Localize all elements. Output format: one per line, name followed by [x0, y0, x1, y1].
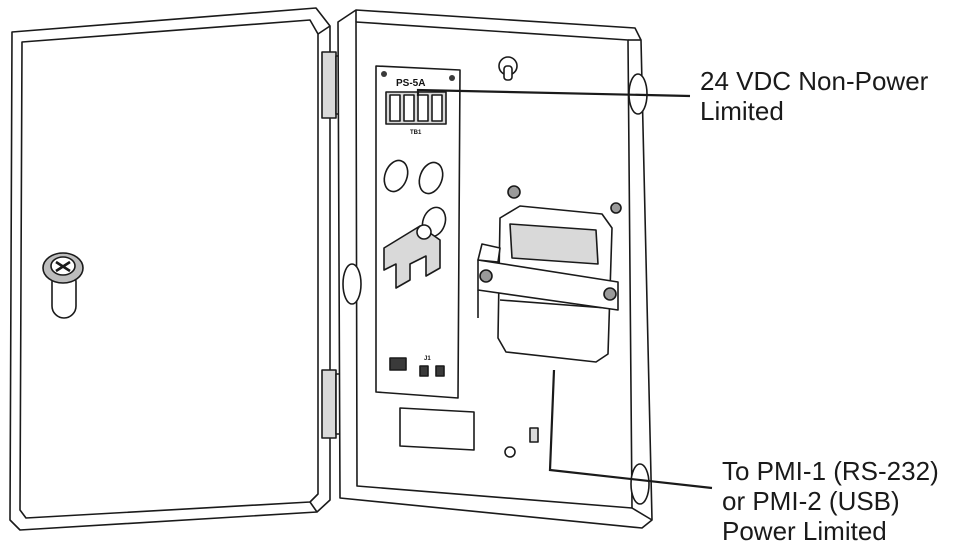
label-plate [399, 407, 475, 451]
board-model-label: PS-5A [396, 78, 425, 89]
knockout-left [342, 263, 362, 305]
knockout-bottom [630, 463, 650, 505]
callout-power-non-limited: 24 VDC Non-Power Limited [700, 66, 928, 126]
callout-bottom-line1: To PMI-1 (RS-232) [722, 456, 939, 486]
mounting-bracket [477, 243, 619, 318]
enclosure-door [9, 7, 331, 531]
screw [479, 185, 622, 301]
terminal-block [385, 91, 447, 125]
keyhole-slot [498, 56, 518, 81]
callout-top-line2: Limited [700, 96, 784, 126]
mounting-hole [504, 446, 516, 458]
callout-bottom-line2: or PMI-2 (USB) [722, 486, 900, 516]
callout-bottom-line3: Power Limited [722, 516, 887, 546]
leader-line-bottom [548, 369, 713, 490]
callout-top-line1: 24 VDC Non-Power [700, 66, 929, 96]
leader-line-top [416, 88, 691, 98]
callout-pmi-power-limited: To PMI-1 (RS-232) or PMI-2 (USB) Power L… [722, 456, 939, 546]
terminal-block-label: TB1 [410, 130, 422, 136]
heatsink [383, 224, 441, 289]
ground-lug [529, 427, 539, 443]
door-lock [42, 252, 84, 319]
jumper-label: J1 [424, 356, 431, 362]
jumper-header [389, 357, 445, 377]
